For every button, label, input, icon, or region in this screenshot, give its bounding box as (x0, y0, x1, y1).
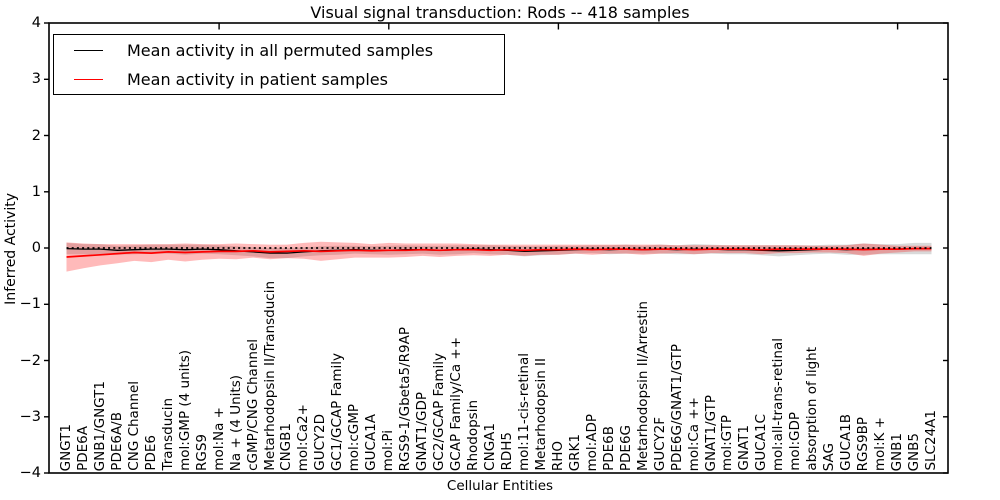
x-tick-label: GC2/GCAP Family (431, 352, 448, 471)
legend-line-sample-permuted (74, 49, 103, 51)
x-tick-label: mol:K + (872, 416, 889, 471)
x-tick-label: GNB1 (889, 432, 906, 471)
x-tick-label: GNAT1/GTP (702, 394, 719, 472)
x-tick-label: PDE6B (600, 426, 617, 471)
x-tick-label: PDE6A/B (108, 412, 125, 471)
x-tick-label: PDE6G (617, 424, 634, 471)
legend-item-permuted: Mean activity in all permuted samples (74, 36, 504, 64)
x-tick-label: Metarhodopsin II/Arrestin (634, 301, 651, 471)
x-tick-label: GUCA1A (363, 414, 380, 471)
x-tick-label: GNAT1/GDP (414, 391, 431, 471)
x-tick-label: mol:GTP (719, 414, 736, 471)
x-tick-label: GUCY2D (312, 414, 329, 471)
x-tick-label: Metarhodopsin II/Transducin (261, 281, 278, 471)
y-tick-label: −4 (19, 465, 41, 481)
y-tick-label: 0 (31, 240, 41, 256)
x-tick-label: mol:GDP (787, 412, 804, 471)
x-tick-label: RGS9 (193, 434, 210, 471)
legend-label-patient: Mean activity in patient samples (127, 69, 388, 89)
patient-band (66, 241, 932, 272)
x-tick-label: GNB1/GNGT1 (91, 380, 108, 471)
x-tick-label: mol:ADP (583, 413, 600, 471)
y-tick-label: 1 (31, 183, 41, 200)
x-tick-label: Transducin (159, 398, 176, 471)
x-tick-label: GNGT1 (58, 423, 74, 471)
x-tick-label: GC1/GCAP Family (329, 352, 346, 471)
x-tick-label: SAG (821, 442, 838, 471)
x-tick-label: mol:GMP (4 units) (176, 350, 193, 471)
x-axis-label: Cellular Entities (446, 478, 554, 494)
x-tick-label: SLC24A1 (923, 410, 939, 471)
x-tick-label: CNG Channel (125, 381, 142, 471)
legend: Mean activity in all permuted samples Me… (53, 34, 505, 95)
x-tick-label: mol:Ca2+ (295, 403, 312, 471)
legend-item-patient: Mean activity in patient samples (74, 65, 504, 93)
x-tick-label: GCAP Family/Ca ++ (448, 336, 465, 471)
x-tick-label: PDE6A (74, 426, 91, 471)
y-tick-label: 2 (31, 127, 41, 144)
x-tick-label: absorption of light (804, 347, 821, 471)
x-tick-label: RGS9-1/Gbeta5/R9AP (397, 326, 414, 471)
x-tick-label: GNAT1 (736, 425, 753, 471)
x-tick-label: PDE6 (142, 435, 159, 471)
x-tick-label: GUCA1B (838, 414, 855, 471)
x-tick-label: GRK1 (566, 433, 583, 471)
x-tick-label: Rhodopsin (465, 400, 482, 471)
y-tick-label: 3 (31, 71, 41, 88)
x-tick-label: mol:Na + (210, 407, 227, 471)
y-tick-label: −1 (19, 296, 41, 313)
x-tick-label: mol:11-cis-retinal (515, 352, 532, 471)
y-tick-label: 4 (31, 15, 41, 31)
chart-title: Visual signal transduction: Rods -- 418 … (310, 3, 690, 22)
x-tick-label: mol:Pi (380, 429, 397, 471)
legend-label-permuted: Mean activity in all permuted samples (127, 40, 434, 60)
y-tick-label: −3 (19, 408, 41, 425)
x-tick-label: CNGB1 (278, 423, 295, 471)
y-tick-label: −2 (19, 352, 41, 369)
patient-mean-line (66, 247, 932, 258)
x-tick-label: RDH5 (498, 432, 515, 471)
x-tick-label: RHO (549, 440, 566, 471)
x-tick-label: mol:Ca ++ (685, 396, 702, 471)
x-tick-label: Na + (4 Units) (227, 374, 244, 471)
x-tick-label: mol:all-trans-retinal (770, 337, 787, 471)
x-tick-label: RGS9BP (855, 416, 872, 471)
x-tick-label: cGMP/CNG Channel (244, 339, 261, 471)
x-tick-label: GNB5 (906, 432, 923, 471)
x-tick-label: PDE6G/GNAT1/GTP (668, 343, 685, 471)
x-tick-label: GUCA1C (753, 413, 770, 471)
x-tick-label: Metarhodopsin II (532, 358, 549, 471)
x-tick-label: GUCY2F (651, 416, 668, 471)
x-tick-label: mol:cGMP (346, 403, 363, 471)
x-tick-label: CNGA1 (482, 423, 499, 471)
legend-line-sample-patient (74, 78, 103, 80)
